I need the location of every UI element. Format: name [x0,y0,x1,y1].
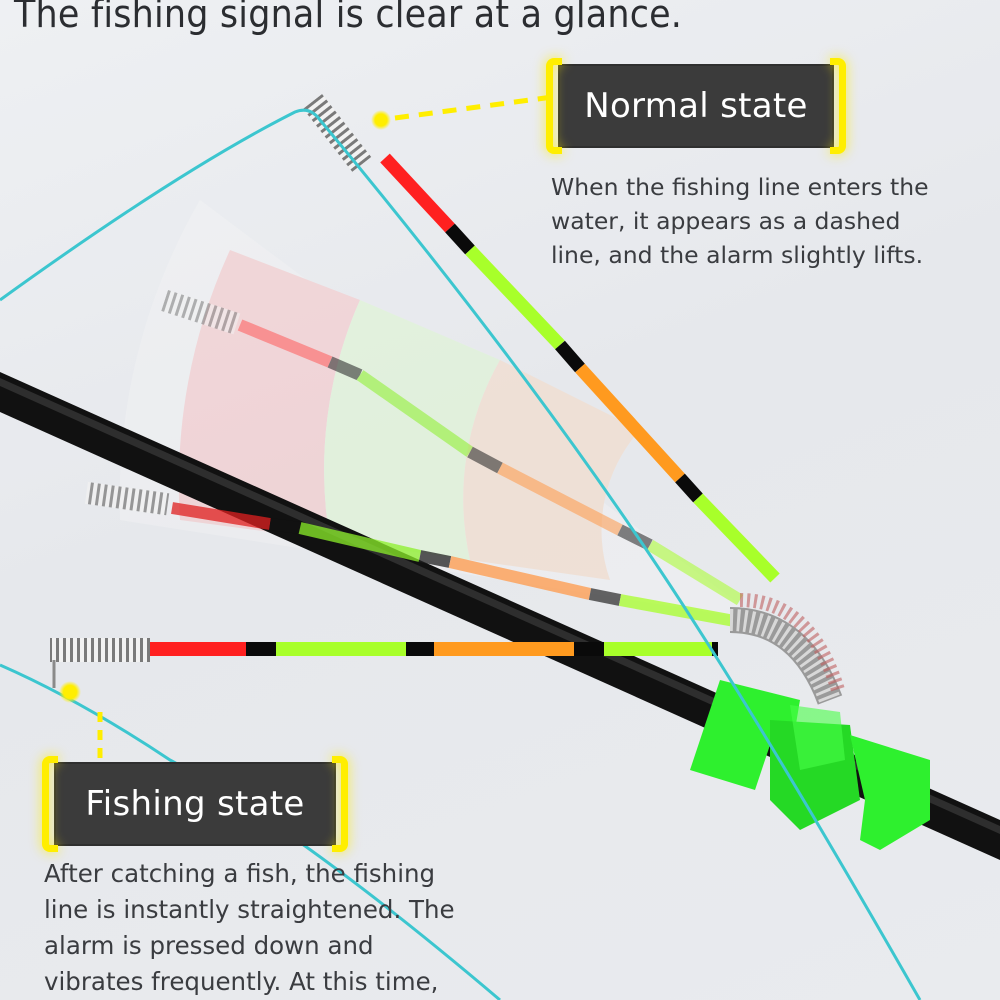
alarm-raised-normal [303,94,780,583]
bracket-right-icon [332,756,348,852]
bracket-left-icon [42,756,58,852]
fishing-state-title: Fishing state [85,784,305,824]
normal-state-title: Normal state [584,86,808,126]
alarm-horizontal-fishing [50,638,718,688]
alarm-spring-icon [729,593,845,705]
bracket-left-icon [546,58,562,154]
callout-connector-normal [371,93,561,130]
normal-state-label: Normal state [546,58,846,154]
headline: The fishing signal is clear at a glance. [14,0,683,36]
rod-clip-icon [690,680,930,850]
fishing-state-description: After catching a fish, the fishing line … [44,859,455,996]
fishing-state-label: Fishing state [42,756,348,852]
alarm-position-mid-upper [161,290,744,606]
normal-state-description: When the fishing line enters the water, … [551,173,929,269]
callout-connector-fishing [59,681,103,760]
bracket-right-icon [830,58,846,154]
alarm-position-mid-lower [84,481,742,628]
